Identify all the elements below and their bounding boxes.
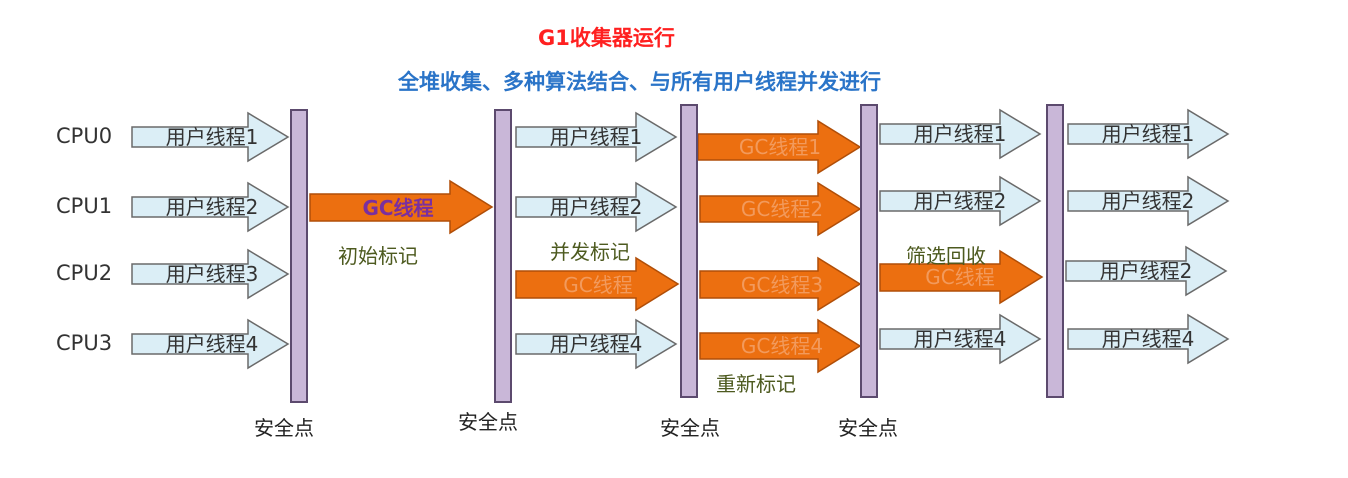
- safepoint-bar: [1046, 104, 1064, 398]
- user-thread-arrow: 用户线程2: [879, 175, 1042, 227]
- diagram-title: G1收集器运行: [538, 26, 675, 50]
- arrow-label: GC线程1: [739, 135, 821, 159]
- phase-label-concurrent-mark: 并发标记: [550, 240, 630, 264]
- arrow-label: 用户线程1: [1102, 122, 1195, 146]
- gc-thread-arrow: GC线程1: [697, 119, 862, 175]
- arrow-label: 用户线程4: [914, 327, 1007, 351]
- user-thread-arrow: 用户线程1: [131, 111, 290, 163]
- safepoint-label: 安全点: [254, 416, 314, 440]
- user-thread-arrow: 用户线程1: [879, 108, 1042, 160]
- arrow-label: GC线程: [563, 273, 632, 297]
- phase-label-initial-mark: 初始标记: [338, 244, 418, 268]
- arrow-label: 用户线程2: [1102, 189, 1195, 213]
- arrow-label: 用户线程2: [550, 195, 643, 219]
- arrow-label: 用户线程2: [914, 189, 1007, 213]
- gc-thread-arrow: GC线程3: [699, 256, 862, 312]
- safepoint-label: 安全点: [660, 416, 720, 440]
- arrow-label: 用户线程1: [914, 122, 1007, 146]
- user-thread-arrow: 用户线程1: [515, 111, 678, 163]
- user-thread-arrow: 用户线程2: [515, 181, 678, 233]
- gc-thread-arrow: GC线程2: [699, 181, 862, 237]
- arrow-label: 用户线程2: [166, 195, 259, 219]
- user-thread-arrow: 用户线程1: [1067, 108, 1230, 160]
- arrow-label: 用户线程1: [550, 125, 643, 149]
- cpu0-label: CPU0: [56, 124, 113, 148]
- arrow-label: 用户线程4: [550, 332, 643, 356]
- cpu2-label: CPU2: [56, 261, 113, 285]
- arrow-label: GC线程: [362, 196, 433, 220]
- gc-thread-arrow: GC线程4: [699, 318, 862, 374]
- diagram-subtitle: 全堆收集、多种算法结合、与所有用户线程并发进行: [398, 70, 881, 94]
- gc-thread-arrow: GC线程: [879, 249, 1044, 305]
- user-thread-arrow: 用户线程3: [131, 248, 290, 300]
- safepoint-bar: [680, 104, 698, 398]
- gc-thread-arrow: GC线程: [309, 179, 494, 235]
- cpu3-label: CPU3: [56, 331, 113, 355]
- user-thread-arrow: 用户线程4: [879, 313, 1042, 365]
- user-thread-arrow: 用户线程4: [515, 318, 678, 370]
- safepoint-label: 安全点: [458, 410, 518, 434]
- arrow-label: GC线程: [925, 265, 994, 289]
- arrow-label: GC线程2: [741, 197, 823, 221]
- safepoint-bar: [290, 109, 308, 403]
- user-thread-arrow: 用户线程2: [131, 181, 290, 233]
- cpu1-label: CPU1: [56, 194, 113, 218]
- user-thread-arrow: 用户线程2: [1065, 245, 1228, 297]
- safepoint-bar: [494, 109, 512, 403]
- phase-label-cleanup: 筛选回收: [906, 244, 986, 268]
- arrow-label: 用户线程1: [166, 125, 259, 149]
- arrow-label: 用户线程4: [166, 332, 259, 356]
- arrow-label: GC线程3: [741, 273, 823, 297]
- arrow-label: 用户线程2: [1100, 259, 1193, 283]
- phase-label-remark: 重新标记: [716, 372, 796, 396]
- safepoint-bar: [860, 104, 878, 398]
- user-thread-arrow: 用户线程2: [1067, 175, 1230, 227]
- arrow-label: GC线程4: [741, 334, 823, 358]
- arrow-label: 用户线程4: [1102, 327, 1195, 351]
- arrow-label: 用户线程3: [166, 262, 259, 286]
- user-thread-arrow: 用户线程4: [1067, 313, 1230, 365]
- gc-thread-arrow: GC线程: [515, 256, 680, 312]
- safepoint-label: 安全点: [838, 416, 898, 440]
- user-thread-arrow: 用户线程4: [131, 318, 290, 370]
